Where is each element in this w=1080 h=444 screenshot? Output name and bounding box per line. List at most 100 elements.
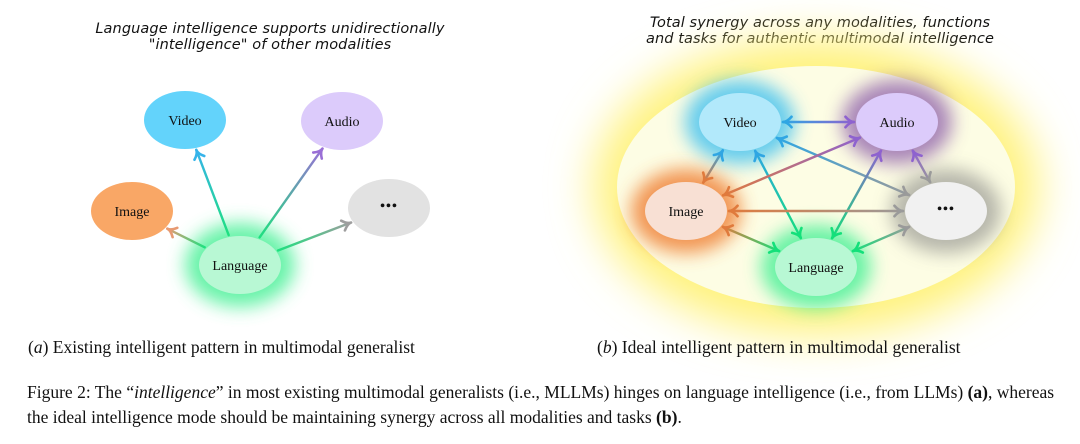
arrowhead-icon [844, 115, 856, 129]
panel-b-edges [701, 115, 932, 254]
arrowhead-icon [893, 204, 905, 218]
node-more: ••• [348, 179, 430, 237]
arrowhead-icon [848, 134, 862, 148]
arrowhead-icon [897, 224, 911, 237]
edge-video-audio [781, 115, 856, 129]
edge-language-image [166, 226, 206, 249]
node-video: Video [699, 93, 781, 151]
arrowhead-icon [311, 147, 324, 160]
node-ellipse [856, 93, 938, 151]
edge-line [775, 136, 911, 197]
arrowhead-icon [727, 204, 739, 218]
caption-prefix: Figure 2: The “ [27, 382, 135, 402]
edge-line [721, 136, 862, 197]
caption-ref-b: (b) [656, 407, 678, 427]
node-ellipse [91, 182, 173, 240]
caption-middle: ” in most existing multimodal generalist… [215, 382, 968, 402]
edge-line [830, 149, 883, 240]
edge-line [721, 225, 781, 253]
caption-italic-term: intelligence [134, 382, 216, 402]
arrowhead-icon [753, 149, 766, 163]
arrowhead-icon [339, 219, 353, 232]
arrowhead-icon [830, 226, 843, 240]
panel-a-edges [166, 147, 353, 252]
arrowhead-icon [775, 135, 789, 148]
edge-line [166, 227, 206, 249]
edge-video-more [775, 135, 911, 198]
panel-a-subcaption-text: Existing intelligent pattern in multimod… [48, 337, 415, 357]
panel-a-title-line-2: "intelligence" of other modalities [148, 37, 392, 53]
arrowhead-icon [781, 115, 793, 129]
panel-b-subcaption-label: b [602, 337, 612, 357]
node-ellipse [199, 236, 281, 294]
panel-b-title-line-2: and tasks for authentic multimodal intel… [645, 31, 995, 47]
edge-audio-image [721, 134, 862, 199]
edge-language-audio [258, 147, 324, 239]
edge-line [851, 225, 911, 253]
edge-more-language [851, 224, 911, 254]
node-ellipse [775, 238, 857, 296]
node-label: Image [669, 205, 704, 220]
edge-image-more [727, 204, 905, 218]
node-label: Video [723, 116, 756, 131]
node-label: Audio [325, 115, 360, 130]
panel-b-subcaption: (b) Ideal intelligent pattern in multimo… [597, 337, 961, 357]
edge-video-image [701, 149, 725, 184]
node-label: ••• [937, 202, 955, 217]
node-label: Video [168, 114, 201, 129]
caption-ref-a: (a) [967, 382, 988, 402]
arrowhead-icon [851, 241, 865, 254]
edge-language-video [193, 148, 230, 237]
edge-line [195, 148, 230, 237]
panel-b-title-line-1: Total synergy across any modalities, fun… [649, 15, 991, 31]
panel-b-title: Total synergy across any modalities, fun… [590, 15, 1050, 47]
node-ellipse [645, 182, 727, 240]
arrowhead-icon [767, 241, 781, 254]
edge-audio-more [911, 149, 932, 184]
edge-line [753, 149, 803, 240]
arrowhead-icon [790, 226, 803, 240]
edge-image-language [721, 224, 781, 254]
arrowhead-icon [897, 185, 911, 198]
node-label: Audio [880, 116, 915, 131]
caption-suffix: . [677, 407, 682, 427]
edge-language-more [276, 219, 353, 252]
arrowhead-icon [166, 226, 179, 239]
arrowhead-icon [721, 185, 735, 199]
node-ellipse [144, 91, 226, 149]
arrowhead-icon [712, 149, 725, 162]
node-ellipse [699, 93, 781, 151]
figure-caption: Figure 2: The “intelligence” in most exi… [27, 380, 1067, 430]
caption-middle-2: , whereas the ideal intelligence mode sh… [27, 382, 1055, 427]
node-video: Video [144, 91, 226, 149]
panel-a-title: Language intelligence supports unidirect… [60, 21, 480, 53]
node-ellipse [905, 182, 987, 240]
arrowhead-icon [920, 170, 932, 184]
node-audio: Audio [301, 92, 383, 150]
node-label: Image [115, 205, 150, 220]
node-label: ••• [380, 199, 398, 214]
panel-a-subcaption-label: a [33, 337, 43, 357]
edge-audio-language [830, 149, 883, 240]
node-language: Language [199, 236, 281, 294]
panel-b-subcaption-text: Ideal intelligent pattern in multimodal … [617, 337, 961, 357]
edge-line [276, 221, 353, 252]
arrowhead-icon [870, 149, 883, 163]
arrowhead-icon [701, 171, 714, 184]
node-more: ••• [905, 182, 987, 240]
edge-video-language [753, 149, 803, 240]
arrowhead-icon [721, 224, 735, 237]
node-audio: Audio [856, 93, 938, 151]
arrowhead-icon [911, 149, 923, 163]
edge-line [702, 149, 724, 184]
node-image: Image [91, 182, 173, 240]
node-label: Language [788, 261, 843, 276]
edge-line [911, 149, 932, 184]
node-language: Language [775, 238, 857, 296]
arrowhead-icon [193, 148, 206, 162]
node-image: Image [645, 182, 727, 240]
node-ellipse [301, 92, 383, 150]
